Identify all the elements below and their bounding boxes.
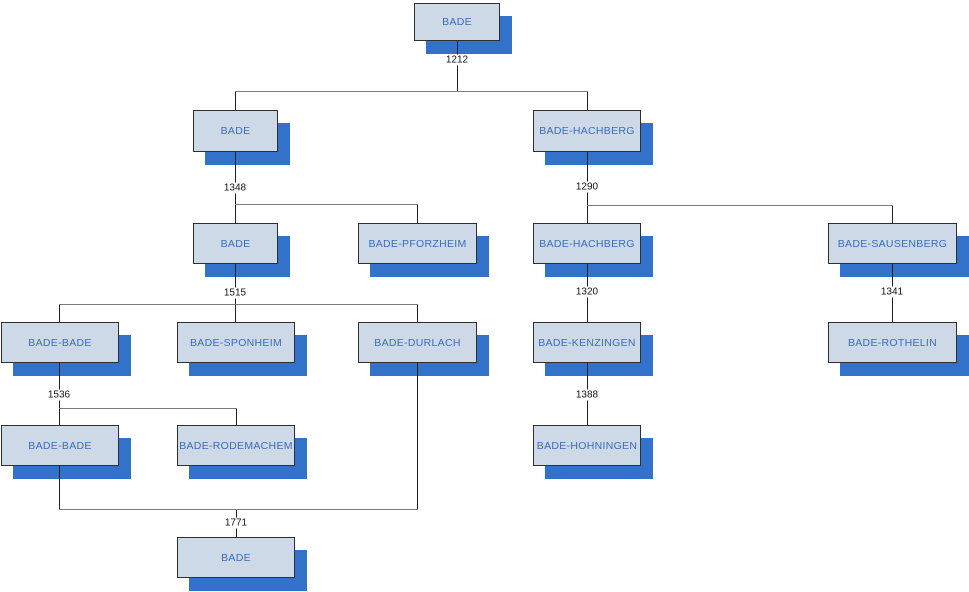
connector-vline	[417, 363, 418, 509]
connector-vline	[457, 41, 458, 91]
tree-node-label: BADE-BADE	[28, 439, 92, 452]
connector-vline	[417, 304, 418, 322]
year-label: 1290	[573, 181, 601, 193]
tree-node-n15[interactable]: BADE-HOHNINGEN	[533, 425, 641, 466]
connector-hline	[59, 509, 418, 510]
tree-node-label: BADE-BADE	[28, 336, 92, 349]
tree-node-label: BADE-KENZINGEN	[538, 336, 636, 349]
tree-node-n4[interactable]: BADE	[193, 223, 278, 264]
connector-hline	[587, 205, 893, 206]
tree-node-label: BADE-DURLACH	[374, 336, 461, 349]
year-label: 1212	[443, 54, 471, 66]
connector-vline	[587, 91, 588, 110]
tree-node-label: BADE	[442, 16, 472, 28]
year-label: 1320	[573, 286, 601, 298]
tree-node-n13[interactable]: BADE-BADE	[1, 425, 119, 466]
connector-hline	[235, 204, 418, 205]
tree-node-label: BADE	[220, 237, 251, 250]
tree-node-label: BADE-HOHNINGEN	[536, 439, 638, 452]
tree-node-n16[interactable]: BADE	[177, 537, 295, 578]
tree-node-label: BADE	[221, 551, 251, 564]
year-label: 1348	[221, 182, 249, 194]
tree-node-label: BADE-SPONHEIM	[190, 336, 282, 349]
connector-vline	[236, 408, 237, 425]
tree-node-label: BADE-RODEMACHEM	[179, 439, 293, 452]
year-label: 1771	[222, 517, 250, 529]
tree-node-n3[interactable]: BADE-HACHBERG	[533, 110, 641, 152]
year-label: 1515	[221, 287, 249, 299]
tree-node-label: BADE	[220, 125, 251, 137]
connector-vline	[235, 91, 236, 110]
tree-node-label: BADE-HACHBERG	[539, 237, 635, 250]
tree-node-n5[interactable]: BADE-PFORZHEIM	[358, 223, 477, 264]
year-label: 1341	[878, 286, 906, 298]
connector-hline	[235, 91, 588, 92]
tree-node-n6[interactable]: BADE-HACHBERG	[533, 223, 641, 264]
tree-node-n1[interactable]: BADE	[414, 3, 500, 41]
tree-node-n11[interactable]: BADE-KENZINGEN	[533, 322, 641, 363]
tree-node-label: BADE-SAUSENBERG	[837, 237, 948, 250]
connector-hline	[59, 304, 418, 305]
connector-hline	[59, 408, 237, 409]
tree-node-n14[interactable]: BADE-RODEMACHEM	[177, 425, 295, 466]
connector-vline	[59, 304, 60, 322]
connector-vline	[417, 204, 418, 223]
tree-node-n8[interactable]: BADE-BADE	[1, 322, 119, 363]
tree-node-n9[interactable]: BADE-SPONHEIM	[177, 322, 295, 363]
year-label: 1388	[573, 389, 601, 401]
tree-node-label: BADE-ROTHELIN	[847, 336, 938, 349]
connector-vline	[892, 205, 893, 223]
year-label: 1536	[45, 389, 73, 401]
tree-node-n10[interactable]: BADE-DURLACH	[358, 322, 477, 363]
tree-node-n7[interactable]: BADE-SAUSENBERG	[828, 223, 957, 264]
tree-node-label: BADE-PFORZHEIM	[368, 237, 467, 250]
tree-node-n2[interactable]: BADE	[193, 110, 278, 152]
connector-vline	[59, 466, 60, 509]
tree-node-label: BADE-HACHBERG	[539, 125, 635, 137]
tree-node-n12[interactable]: BADE-ROTHELIN	[828, 322, 957, 363]
